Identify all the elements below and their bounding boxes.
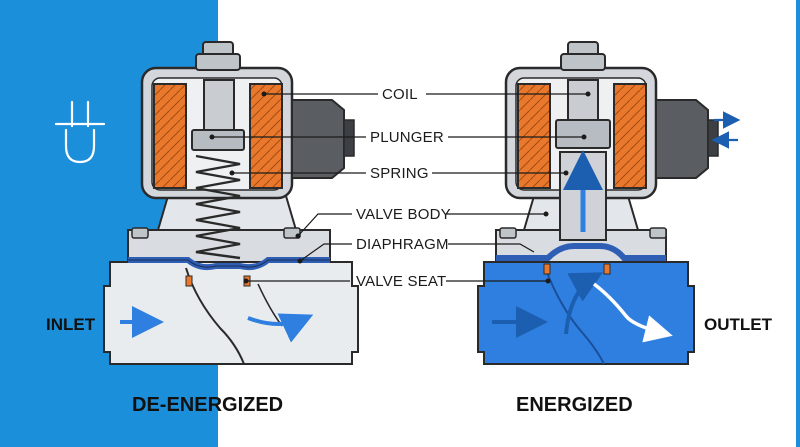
label-outlet: OUTLET [704,315,773,334]
valve-energized [477,41,741,365]
state-energized: ENERGIZED [516,394,633,416]
label-leaders [212,93,588,282]
valve-body-lower-energized [477,261,695,365]
coil-winding-right [249,83,283,189]
diaphragm-lifted [496,243,666,261]
bidirectional-arrows-icon [711,111,741,149]
valve-deenergized [103,41,359,365]
coil-winding-left [153,83,187,189]
flow-through-arrow [564,272,604,335]
outlet-flow-arrow-open [592,282,673,343]
outlet-flow-arrow-blocked [247,313,314,343]
plunger [191,129,245,151]
label-inlet: INLET [46,315,96,334]
label-spring: SPRING [370,165,429,182]
spring [195,154,241,260]
label-plunger: PLUNGER [370,129,444,146]
state-deenergized: DE-ENERGIZED [132,394,283,416]
right-blue-edge [796,0,800,447]
valve-body-lower [103,261,359,365]
label-valve-seat: VALVE SEAT [356,273,446,290]
label-coil: COIL [382,86,418,103]
electrical-connector-icon [54,100,106,164]
label-valve-body: VALVE BODY [356,206,451,223]
label-diaphragm: DIAPHRAGM [356,236,449,253]
